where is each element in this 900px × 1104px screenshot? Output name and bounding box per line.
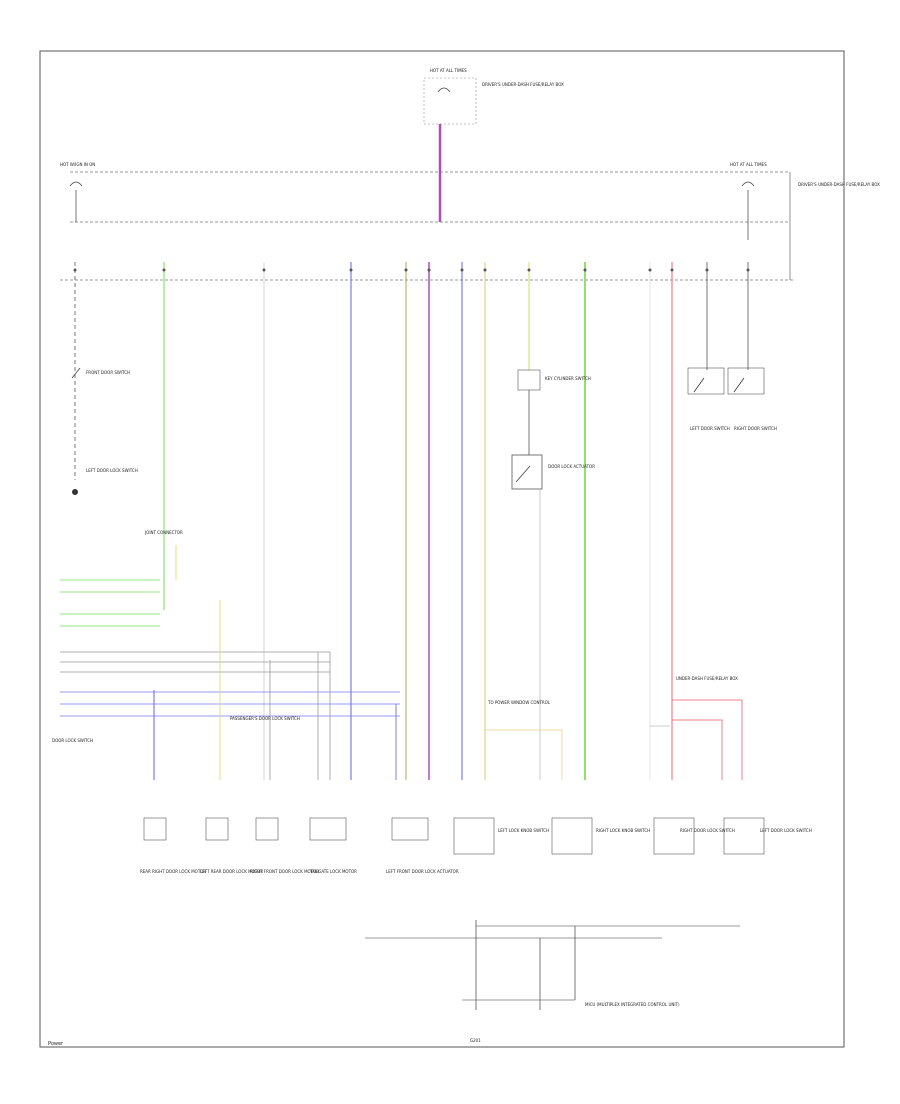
front-left-actuator: LEFT FRONT DOOR LOCK ACTUATOR [386, 817, 459, 874]
right-lock-knob-label: RIGHT LOCK KNOB SWITCH [596, 828, 650, 833]
front-door-switch: FRONT DOOR SWITCH LEFT DOOR LOCK SWITCH [71, 367, 138, 495]
junction-right: UNDER-DASH FUSE/RELAY BOX [650, 676, 743, 780]
ground-switch-label: DOOR LOCK SWITCH [52, 738, 93, 743]
left-rear-door-switch-label: LEFT DOOR SWITCH [690, 426, 730, 431]
right-junction-label: UNDER-DASH FUSE/RELAY BOX [676, 676, 738, 681]
top-fuse-box: HOT AT ALL TIMES DRIVER'S UNDER-DASH FUS… [423, 68, 564, 125]
tailgate-motor-label: TAILGATE LOCK MOTOR [309, 869, 357, 874]
left-door-lock-switch-2: LEFT DOOR LOCK SWITCH [723, 817, 812, 855]
connector-block-label: JOINT CONNECTOR [144, 530, 183, 535]
tailgate-motor: TAILGATE LOCK MOTOR [309, 817, 357, 874]
key-cylinder-switch: KEY CYLINDER SWITCH DOOR LOCK ACTUATOR [511, 369, 595, 780]
rear-left-motor-label: REAR RIGHT DOOR LOCK MOTOR [140, 869, 206, 874]
left-door-lock-switch-label: LEFT DOOR LOCK SWITCH [86, 468, 138, 473]
left-bus-label: HOT W/IGN IN ON [60, 162, 95, 167]
junction-center: TO POWER WINDOW CONTROL [485, 700, 563, 780]
ground-bus: MICU (MULTIPLEX INTEGRATED CONTROL UNIT)… [365, 920, 740, 1043]
right-door-lock-switch-label: RIGHT DOOR LOCK SWITCH [680, 828, 735, 833]
door-lock-actuator-label: DOOR LOCK ACTUATOR [548, 464, 595, 469]
driver-door-lock-switch: JOINT CONNECTOR DOOR LOCK SWITCH PASSENG… [52, 530, 400, 780]
multiplex-unit-label: MICU (MULTIPLEX INTEGRATED CONTROL UNIT) [585, 1002, 680, 1007]
figure-id: Power [48, 1041, 64, 1047]
rear-right-motor-label: LEFT REAR DOOR LOCK MOTOR [200, 869, 263, 874]
to-power-window-label: TO POWER WINDOW CONTROL [487, 700, 551, 705]
upper-fuse-bus: HOT W/IGN IN ON HOT AT ALL TIMES DRIVER'… [60, 162, 880, 280]
right-door-lock-switch: RIGHT DOOR LOCK SWITCH [653, 817, 735, 855]
motor-front-right: RIGHT FRONT DOOR LOCK MOTOR [250, 817, 319, 874]
door-lock-motors: REAR RIGHT DOOR LOCK MOTOR LEFT REAR DOO… [140, 817, 812, 874]
right-fuse-desc: DRIVER'S UNDER-DASH FUSE/RELAY BOX [798, 182, 880, 187]
right-lock-knob-switch: RIGHT LOCK KNOB SWITCH [551, 817, 650, 855]
left-lock-knob-label: LEFT LOCK KNOB SWITCH [498, 828, 549, 833]
pin-markers [73, 268, 750, 272]
passenger-lock-switch-label: PASSENGER'S DOOR LOCK SWITCH [230, 716, 300, 721]
key-cylinder-label: KEY CYLINDER SWITCH [545, 376, 591, 381]
right-rear-door-switch-label: RIGHT DOOR SWITCH [734, 426, 777, 431]
diagram-frame [39, 50, 845, 1048]
motor-rear-left: REAR RIGHT DOOR LOCK MOTOR [140, 817, 206, 874]
left-lock-knob-switch: LEFT LOCK KNOB SWITCH [453, 817, 549, 855]
front-door-switch-label: FRONT DOOR SWITCH [86, 370, 130, 375]
ground-label: G201 [470, 1038, 481, 1043]
motor-rear-right: LEFT REAR DOOR LOCK MOTOR [200, 817, 263, 874]
top-fuse-desc: DRIVER'S UNDER-DASH FUSE/RELAY BOX [482, 82, 564, 87]
right-bus-label: HOT AT ALL TIMES [730, 162, 767, 167]
front-right-motor-label: RIGHT FRONT DOOR LOCK MOTOR [250, 869, 319, 874]
top-fuse-label: HOT AT ALL TIMES [430, 68, 467, 73]
left-door-lock-switch-2-label: LEFT DOOR LOCK SWITCH [760, 828, 812, 833]
front-left-motor-label: LEFT FRONT DOOR LOCK ACTUATOR [386, 869, 459, 874]
rear-door-switches: LEFT DOOR SWITCH RIGHT DOOR SWITCH [687, 367, 777, 431]
micu-wires [74, 262, 749, 780]
